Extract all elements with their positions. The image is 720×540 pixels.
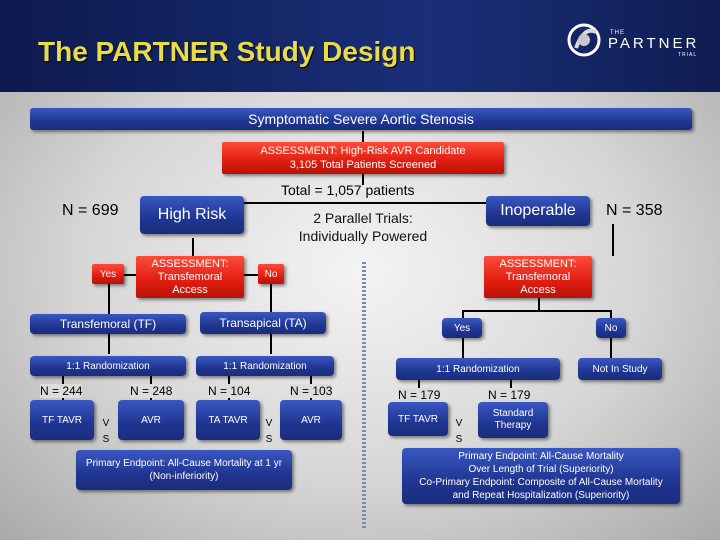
ta-avr-box: AVR <box>280 400 342 440</box>
ta-tavr-box: TA TAVR <box>196 400 260 440</box>
ta-randomization-box: 1:1 Randomization <box>196 356 334 376</box>
ta-vs-label: V S <box>265 418 273 445</box>
logo-trial-text: TRIAL <box>678 52 698 58</box>
not-in-study-box: Not In Study <box>578 358 662 380</box>
left-no-label: No <box>264 268 278 280</box>
inop-tavr-n: N = 179 <box>398 388 441 402</box>
tf-avr-label: AVR <box>141 414 161 426</box>
population-box: Symptomatic Severe Aortic Stenosis <box>30 108 692 130</box>
high-risk-box: High Risk <box>140 196 244 234</box>
inop-tf-tavr-label: TF TAVR <box>398 413 438 425</box>
right-access-assessment-label: ASSESSMENT: Transfemoral Access <box>499 257 577 296</box>
connector <box>362 173 364 185</box>
connector <box>462 338 464 358</box>
logo-swirl-icon <box>567 23 601 57</box>
high-risk-endpoint-label: Primary Endpoint: All-Cause Mortality at… <box>85 458 283 482</box>
total-patients-label: Total = 1,057 patients <box>281 182 415 198</box>
connector <box>108 284 110 314</box>
ta-avr-label: AVR <box>301 414 321 426</box>
parallel-trials-line1: 2 Parallel Trials: <box>313 210 413 226</box>
ta-tavr-label: TA TAVR <box>208 414 248 426</box>
connector <box>610 310 612 320</box>
connector <box>538 298 540 310</box>
inoperable-randomization-box: 1:1 Randomization <box>396 358 560 380</box>
inop-vs-label: V S <box>455 418 463 445</box>
left-yes-box: Yes <box>92 264 124 284</box>
tf-randomization-label: 1:1 Randomization <box>66 360 150 372</box>
connector <box>462 310 464 320</box>
tf-avr-box: AVR <box>118 400 184 440</box>
tf-tavr-label: TF TAVR <box>42 414 82 426</box>
left-yes-label: Yes <box>99 268 117 280</box>
inop-std-n: N = 179 <box>488 388 531 402</box>
high-risk-endpoint-box: Primary Endpoint: All-Cause Mortality at… <box>76 450 292 490</box>
partner-trial-logo: THE PARTNER TRIAL <box>566 18 706 66</box>
not-in-study-label: Not In Study <box>592 363 648 375</box>
connector <box>123 274 139 276</box>
connector <box>244 274 258 276</box>
right-yes-label: Yes <box>453 322 471 334</box>
standard-therapy-box: Standard Therapy <box>478 402 548 438</box>
tf-randomization-box: 1:1 Randomization <box>30 356 186 376</box>
transapical-box: Transapical (TA) <box>200 312 326 334</box>
trial-divider <box>362 262 366 530</box>
high-risk-n: N = 699 <box>62 202 119 219</box>
header-band <box>0 0 720 92</box>
slide-title: The PARTNER Study Design <box>38 36 416 67</box>
transfemoral-label: Transfemoral (TF) <box>59 317 157 331</box>
inoperable-label: Inoperable <box>500 202 576 219</box>
ta-avr-n: N = 103 <box>290 384 333 398</box>
transfemoral-box: Transfemoral (TF) <box>30 314 186 334</box>
connector <box>612 224 614 256</box>
standard-therapy-label: Standard Therapy <box>492 408 534 431</box>
population-label: Symptomatic Severe Aortic Stenosis <box>248 111 474 127</box>
inoperable-n: N = 358 <box>606 202 663 219</box>
connector <box>270 332 272 354</box>
connector <box>108 332 110 354</box>
logo-partner-text: PARTNER <box>608 35 700 52</box>
left-access-assessment-box: ASSESSMENT: Transfemoral Access <box>136 256 244 298</box>
inop-tf-tavr-box: TF TAVR <box>388 402 448 436</box>
right-no-label: No <box>604 322 618 334</box>
right-no-box: No <box>596 318 626 338</box>
connector <box>270 284 272 314</box>
screening-assessment-box: ASSESSMENT: High-Risk AVR Candidate 3,10… <box>222 142 504 174</box>
inoperable-endpoint-box: Primary Endpoint: All-Cause Mortality Ov… <box>402 448 680 504</box>
transapical-label: Transapical (TA) <box>219 316 307 330</box>
inoperable-randomization-label: 1:1 Randomization <box>436 363 520 375</box>
left-no-box: No <box>258 264 284 284</box>
connector <box>362 131 364 143</box>
tf-tavr-box: TF TAVR <box>30 400 94 440</box>
inoperable-endpoint-line4: and Repeat Hospitalization (Superiority) <box>452 490 630 501</box>
screening-assessment-line2: 3,105 Total Patients Screened <box>289 159 437 171</box>
inoperable-endpoint-line2: Over Length of Trial (Superiority) <box>468 464 614 475</box>
connector <box>462 310 612 312</box>
connector <box>192 238 194 256</box>
parallel-trials-line2: Individually Powered <box>298 228 428 244</box>
left-access-assessment-label: ASSESSMENT: Transfemoral Access <box>151 257 229 296</box>
connector <box>192 202 487 204</box>
tf-tavr-n: N = 244 <box>40 384 83 398</box>
parallel-trials-label: 2 Parallel Trials: Individually Powered <box>288 209 438 245</box>
connector <box>610 338 612 360</box>
right-yes-box: Yes <box>442 318 482 338</box>
ta-randomization-label: 1:1 Randomization <box>223 360 307 372</box>
tf-vs-label: V S <box>102 418 110 445</box>
right-access-assessment-box: ASSESSMENT: Transfemoral Access <box>484 256 592 298</box>
high-risk-label: High Risk <box>157 206 227 223</box>
inoperable-box: Inoperable <box>486 196 590 226</box>
inoperable-endpoint-line3: Co-Primary Endpoint: Composite of All-Ca… <box>419 477 663 488</box>
ta-tavr-n: N = 104 <box>208 384 251 398</box>
inoperable-endpoint-line1: Primary Endpoint: All-Cause Mortality <box>458 451 624 462</box>
tf-avr-n: N = 248 <box>130 384 173 398</box>
logo-the-text: THE <box>610 30 625 36</box>
screening-assessment-line1: ASSESSMENT: High-Risk AVR Candidate <box>260 145 466 157</box>
